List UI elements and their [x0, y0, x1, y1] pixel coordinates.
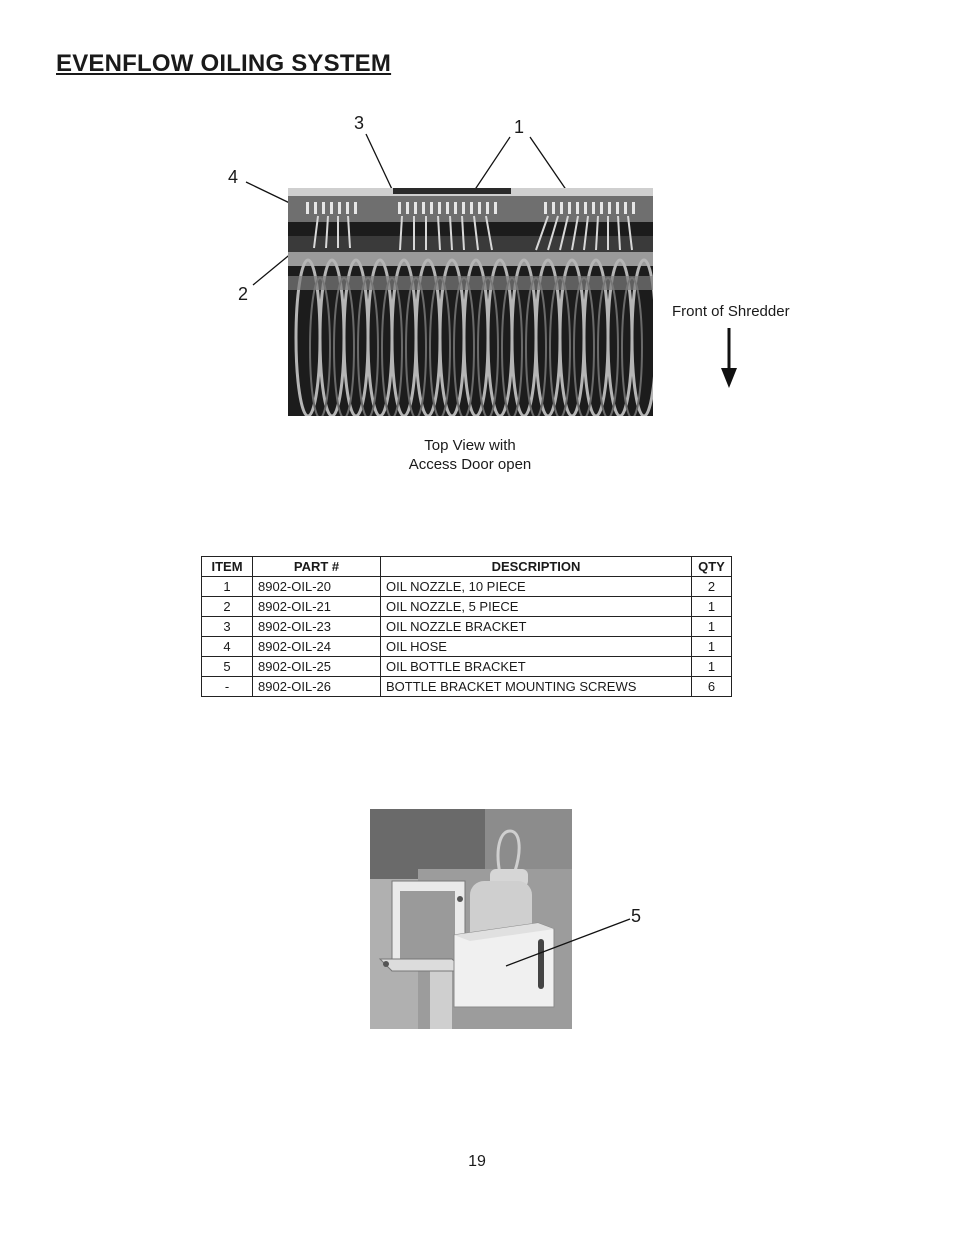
cell-qty: 6: [691, 676, 732, 697]
caption-line-2: Access Door open: [408, 456, 532, 473]
header-item: ITEM: [201, 556, 253, 577]
header-description: DESCRIPTION: [380, 556, 692, 577]
cell-part: 8902-OIL-24: [252, 636, 381, 657]
header-part: PART #: [252, 556, 381, 577]
figure1-caption: Top View with Access Door open: [380, 436, 560, 474]
callout-1: 1: [514, 117, 525, 137]
callout-2: 2: [238, 284, 249, 304]
oil-bottle-bracket-photo: [370, 809, 572, 1029]
cell-item: 2: [201, 596, 253, 617]
cell-part: 8902-OIL-20: [252, 576, 381, 597]
cell-item: 5: [201, 656, 253, 677]
figure2-leader-line: [505, 918, 631, 967]
table-row: 4 8902-OIL-24 OIL HOSE 1: [201, 636, 732, 657]
cell-qty: 1: [691, 636, 732, 657]
cell-description: OIL BOTTLE BRACKET: [380, 656, 692, 677]
cell-item: 1: [201, 576, 253, 597]
table-header-row: ITEM PART # DESCRIPTION QTY: [201, 556, 732, 577]
front-of-shredder-label: Front of Shredder: [672, 303, 790, 320]
table-row: 5 8902-OIL-25 OIL BOTTLE BRACKET 1: [201, 656, 732, 677]
cell-item: -: [201, 676, 253, 697]
cell-item: 4: [201, 636, 253, 657]
cell-part: 8902-OIL-26: [252, 676, 381, 697]
cell-description: OIL HOSE: [380, 636, 692, 657]
table-row: 1 8902-OIL-20 OIL NOZZLE, 10 PIECE 2: [201, 576, 732, 597]
table-row: 2 8902-OIL-21 OIL NOZZLE, 5 PIECE 1: [201, 596, 732, 617]
page-title: EVENFLOW OILING SYSTEM: [56, 50, 392, 77]
table-row: - 8902-OIL-26 BOTTLE BRACKET MOUNTING SC…: [201, 676, 732, 697]
callout-4: 4: [228, 167, 239, 187]
callout-3: 3: [354, 113, 365, 133]
shredder-top-view-photo: [288, 188, 653, 416]
cell-part: 8902-OIL-21: [252, 596, 381, 617]
table-row: 3 8902-OIL-23 OIL NOZZLE BRACKET 1: [201, 616, 732, 637]
cell-qty: 1: [691, 656, 732, 677]
cell-description: BOTTLE BRACKET MOUNTING SCREWS: [380, 676, 692, 697]
header-qty: QTY: [691, 556, 732, 577]
parts-table: ITEM PART # DESCRIPTION QTY 1 8902-OIL-2…: [201, 556, 732, 697]
arrow-down-icon: [721, 328, 737, 388]
cell-part: 8902-OIL-23: [252, 616, 381, 637]
cell-item: 3: [201, 616, 253, 637]
cell-qty: 1: [691, 616, 732, 637]
cell-qty: 2: [691, 576, 732, 597]
cell-description: OIL NOZZLE BRACKET: [380, 616, 692, 637]
cell-description: OIL NOZZLE, 5 PIECE: [380, 596, 692, 617]
page-number: 19: [468, 1153, 486, 1170]
cell-description: OIL NOZZLE, 10 PIECE: [380, 576, 692, 597]
cell-qty: 1: [691, 596, 732, 617]
cell-part: 8902-OIL-25: [252, 656, 381, 677]
callout-5: 5: [631, 906, 642, 926]
caption-line-1: Top View with: [424, 437, 516, 454]
